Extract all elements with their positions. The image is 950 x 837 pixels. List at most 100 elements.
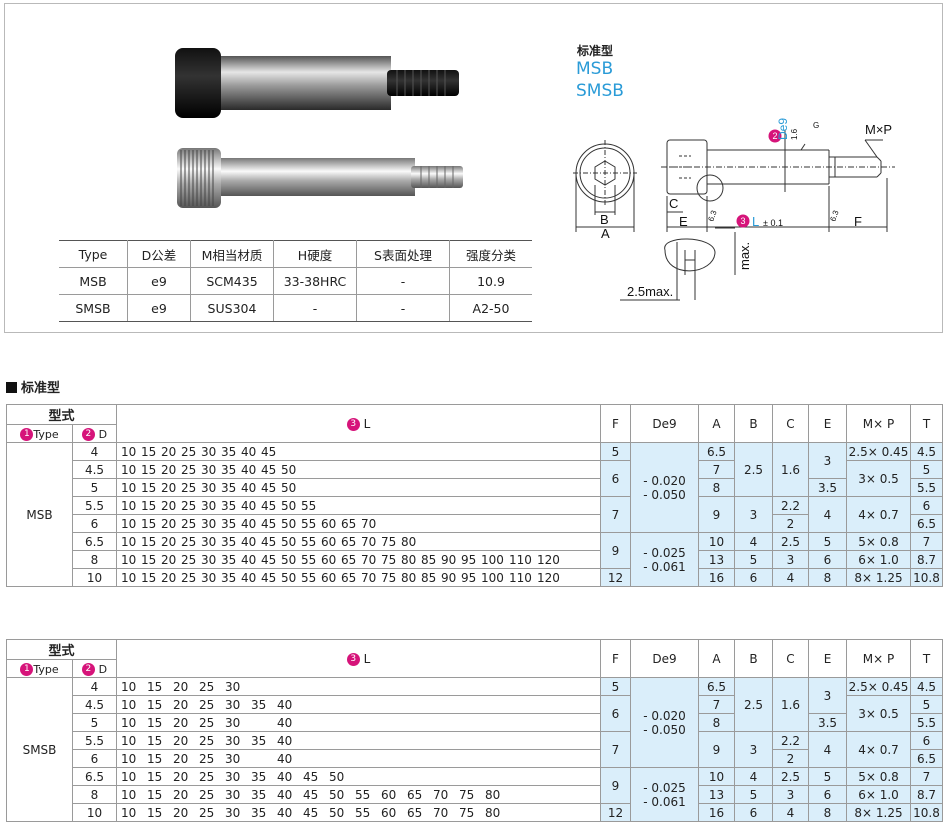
l-value: 45 <box>303 769 319 784</box>
l-value: 20 <box>173 697 189 712</box>
l-value: 90 <box>441 570 457 585</box>
l-value: 55 <box>301 570 317 585</box>
l-value: 10 <box>121 679 137 694</box>
l-header: 3 L <box>116 404 601 443</box>
l-value: 25 <box>199 751 215 766</box>
a-cell: 16 <box>698 803 735 822</box>
a-cell: 10 <box>698 532 735 551</box>
c-cell: 2 <box>772 749 809 768</box>
f-cell: 5 <box>600 677 631 696</box>
t-cell: 8.7 <box>910 785 943 804</box>
a-cell: 16 <box>698 568 735 587</box>
l-value: 25 <box>181 552 197 567</box>
c-cell: 3 <box>772 550 809 569</box>
square-bullet-icon <box>6 382 17 393</box>
l-value: 60 <box>381 805 397 820</box>
t-cell: 5.5 <box>910 478 943 497</box>
l-value: 90 <box>441 552 457 567</box>
d-cell: 6.5 <box>72 532 117 551</box>
l-value: 35 <box>221 462 237 477</box>
l-value: 100 <box>481 570 504 585</box>
b-cell: 2.5 <box>734 677 773 732</box>
c-header: C <box>772 404 809 443</box>
d-cell: 5 <box>72 478 117 497</box>
technical-drawing: B A C E F M×P 2.5max. max. 1.6 G 6.3 6.3… <box>573 118 895 301</box>
l-value: 55 <box>355 805 371 820</box>
l-value: 40 <box>277 715 293 730</box>
d-cell: 5.5 <box>72 496 117 515</box>
l-value: 55 <box>301 516 317 531</box>
l-value: 15 <box>141 552 157 567</box>
e-cell: 5 <box>808 767 847 786</box>
model-header: 型式 <box>6 404 117 425</box>
l-value: 75 <box>381 570 397 585</box>
d-cell: 8 <box>72 550 117 569</box>
d-cell: 6.5 <box>72 767 117 786</box>
l-value: 30 <box>225 715 241 730</box>
f-cell: 5 <box>600 442 631 461</box>
l-value: 15 <box>141 480 157 495</box>
c-header: C <box>772 639 809 678</box>
l-value: 35 <box>221 534 237 549</box>
a-cell: 9 <box>698 496 735 533</box>
l-value: 55 <box>301 498 317 513</box>
t-cell: 6 <box>910 731 943 750</box>
de9-cell: - 0.025- 0.061 <box>630 532 699 587</box>
l-value: 40 <box>277 697 293 712</box>
l-value: 10 <box>121 769 137 784</box>
l-value: 75 <box>459 805 475 820</box>
l-value <box>251 752 277 766</box>
l-value: 10 <box>121 552 137 567</box>
l-value: 30 <box>225 679 241 694</box>
l-value: 30 <box>201 534 217 549</box>
l-value: 25 <box>199 697 215 712</box>
l-value: 80 <box>485 787 501 802</box>
mp-cell: 2.5× 0.45 <box>846 677 911 696</box>
l-value: 15 <box>141 570 157 585</box>
spec-cell: - <box>273 294 357 322</box>
l-value: 25 <box>181 498 197 513</box>
l-value: 45 <box>261 516 277 531</box>
t-cell: 8.7 <box>910 550 943 569</box>
d-cell: 4 <box>72 677 117 696</box>
l-value: 50 <box>329 769 345 784</box>
l-value: 35 <box>251 769 267 784</box>
l-value: 100 <box>481 552 504 567</box>
l-value: 25 <box>181 570 197 585</box>
l-value: 55 <box>301 552 317 567</box>
material-spec-table: Type D公差 M相当材质 H硬度 S表面处理 强度分类 MSB e9 SCM… <box>59 240 532 322</box>
l-value: 70 <box>361 516 377 531</box>
l-value: 10 <box>121 516 137 531</box>
l-value: 20 <box>161 480 177 495</box>
c-cell: 2 <box>772 514 809 533</box>
b-cell: 6 <box>734 803 773 822</box>
l-value: 30 <box>225 733 241 748</box>
spec-cell: SUS304 <box>190 294 274 322</box>
l-value: 30 <box>225 751 241 766</box>
l-value: 80 <box>401 570 417 585</box>
a-cell: 8 <box>698 478 735 497</box>
spec-cell: SCM435 <box>190 267 274 295</box>
l-value: 50 <box>281 480 297 495</box>
l-value: 30 <box>225 697 241 712</box>
f-cell: 6 <box>600 695 631 732</box>
t-header: T <box>910 404 943 443</box>
l-value: 35 <box>251 733 267 748</box>
l-value: 40 <box>241 498 257 513</box>
l-value: 50 <box>281 552 297 567</box>
l-value: 45 <box>303 787 319 802</box>
b-cell: 6 <box>734 568 773 587</box>
spec-cell: A2-50 <box>449 294 532 322</box>
f-cell: 9 <box>600 532 631 569</box>
l-value: 35 <box>221 498 237 513</box>
dim-a-label: A <box>601 226 610 241</box>
model-smsb: SMSB <box>576 81 624 101</box>
l-value: 60 <box>381 787 397 802</box>
t-header: T <box>910 639 943 678</box>
f-cell: 7 <box>600 496 631 533</box>
e-header: E <box>808 404 847 443</box>
